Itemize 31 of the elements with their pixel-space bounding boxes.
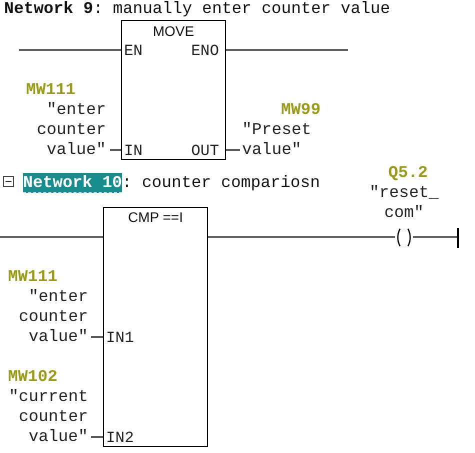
symbol-label: "current counter value" [8,387,88,447]
connection-line [208,236,395,238]
pin-label: ENO [191,42,219,60]
connection-line [226,149,240,151]
address-label: MW99 [281,100,321,120]
address-label: MW111 [8,267,58,287]
symbol-label: "enter counter value" [36,100,106,160]
connection-line [110,149,121,151]
function-block [121,20,226,160]
network-heading: Network 9: manually enter counter value [4,0,390,19]
symbol-label: "reset_ com" [368,183,440,223]
address-label: Q5.2 [387,163,429,183]
block-title: MOVE [152,22,196,40]
symbol-label: "Preset value" [242,120,312,160]
pin-label: OUT [191,142,219,160]
connection-line [226,49,348,51]
pin-label: IN2 [106,429,134,447]
connection-line [91,436,103,438]
connection-line [413,236,457,238]
address-label: MW102 [8,367,58,387]
pin-label: IN [124,142,143,160]
connection-line [19,49,121,51]
connection-line [91,336,103,338]
function-block [103,207,208,447]
pin-label: EN [124,42,143,60]
network-heading: Network 10: counter compariosn [23,172,320,193]
block-title: CMP ==I [127,208,184,226]
address-label: MW111 [26,80,76,100]
connection-line [0,236,103,238]
symbol-label: "enter counter value" [18,287,88,347]
pin-label: IN1 [106,329,134,347]
